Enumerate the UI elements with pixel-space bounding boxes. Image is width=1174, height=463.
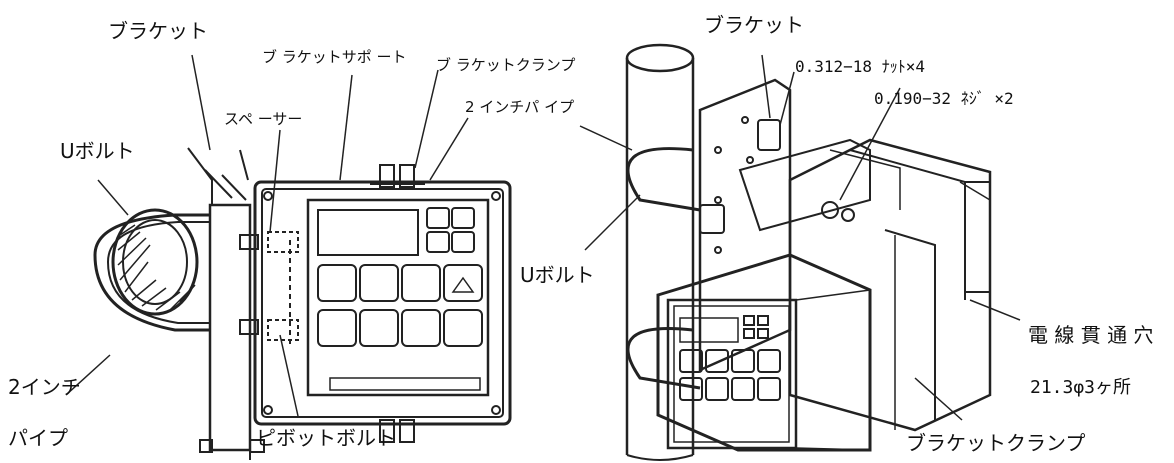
u-bolt-left-drawing bbox=[93, 213, 210, 332]
label-nut: 0.312−18 ﾅｯﾄ×4 bbox=[795, 57, 925, 76]
label-bracket-right: ブラケット bbox=[704, 13, 804, 37]
label-pivot-bolt: ピボットボルト bbox=[256, 426, 396, 450]
bracket-bolts-left bbox=[199, 234, 265, 453]
label-screw: 0.190−32 ﾈｼﾞ ×2 bbox=[874, 89, 1014, 108]
right-labels: ブラケット 0.312−18 ﾅｯﾄ×4 0.190−32 ﾈｼﾞ ×2 Uボル… bbox=[520, 13, 1153, 455]
label-bracket-clamp-top: ブ ラケットクランプ bbox=[436, 56, 575, 74]
enclosure-front-left bbox=[253, 164, 512, 443]
pipe-right bbox=[625, 43, 695, 461]
bracket-support-right bbox=[699, 119, 871, 234]
label-spacer: スペ ーサー bbox=[224, 110, 302, 128]
leader-lines-left bbox=[65, 54, 469, 417]
pipe-cross-section-left bbox=[111, 208, 199, 316]
bracket-plate-left bbox=[187, 147, 252, 460]
enclosure-box-right bbox=[788, 138, 992, 432]
right-view bbox=[579, 43, 1021, 461]
label-cable-hole-1: 電 線 貫 通 穴 bbox=[1028, 323, 1153, 347]
label-u-bolt-left: Uボルト bbox=[60, 139, 135, 163]
label-u-bolt-right: Uボルト bbox=[520, 263, 595, 287]
left-view bbox=[65, 54, 512, 460]
label-cable-hole-2: 21.3φ3ヶ所 bbox=[1030, 377, 1131, 398]
leader-lines-right bbox=[579, 54, 1021, 421]
label-pipe-2in-left-1: 2インチ bbox=[8, 375, 81, 399]
label-pipe-2in-left-2: パイプ bbox=[8, 426, 68, 450]
label-bracket-support: ブ ラケットサポ ート bbox=[262, 48, 407, 66]
instrument-front-right bbox=[656, 253, 872, 452]
left-labels: ブラケット ブ ラケットサポ ート ブ ラケットクランプ 2 インチパ イプ ス… bbox=[8, 19, 575, 450]
label-pipe-2in-top: 2 インチパ イプ bbox=[465, 98, 574, 116]
label-bracket-left: ブラケット bbox=[108, 19, 208, 43]
label-bracket-clamp-bottom: ブラケットクランプ bbox=[906, 431, 1085, 455]
u-bolts-right bbox=[626, 147, 701, 390]
